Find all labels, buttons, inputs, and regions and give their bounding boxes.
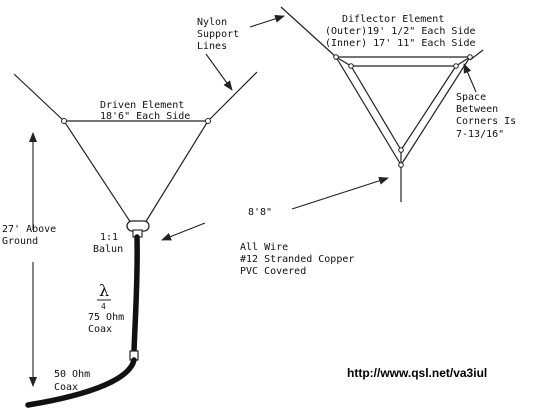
director-outer-dimension: (Outer)19' 1/2" Each Side [325, 26, 476, 37]
coax-50-ohm-line [25, 357, 137, 408]
balun-label-line1: 1:1 [100, 232, 118, 243]
support-label-line3: Lines [197, 41, 227, 52]
annotation-arrows [29, 14, 477, 387]
wire-spec-line3: PVC Covered [240, 266, 306, 277]
height-label-line2: Ground [2, 236, 38, 247]
driven-support-line-left [13, 73, 65, 122]
driven-support-line-right [207, 71, 258, 122]
balun-label-line2: Balun [93, 244, 123, 255]
spacing-note-line2: Between [456, 104, 498, 115]
driven-insulator-left [61, 118, 67, 124]
support-arrow-to-driven [205, 53, 233, 91]
coax-75-ohm-line [131, 234, 140, 355]
lambda-symbol: λ [99, 281, 109, 300]
driven-insulator-right [205, 118, 211, 124]
wire-spec-line2: #12 Stranded Copper [240, 254, 354, 265]
support-arrow-to-director [249, 14, 285, 28]
height-label-line1: 27' Above [2, 224, 56, 235]
driven-element-title: Driven Element [100, 100, 184, 111]
wire-spec-line1: All Wire [240, 242, 288, 253]
spacing-note-line1: Space [456, 92, 486, 103]
driven-left-wire [63, 120, 132, 224]
director-support-line-left [280, 6, 337, 58]
spacing-arrow [463, 63, 477, 93]
support-label-line1: Nylon [197, 17, 227, 28]
spacing-note-line3: Corners Is [456, 116, 516, 127]
element-spacing-arrow [161, 222, 206, 241]
director-element-title: Diflector Element [342, 14, 444, 25]
support-label-line2: Support [197, 29, 239, 40]
coax-50-label-line2: Coax [54, 382, 78, 393]
driven-element [13, 71, 258, 224]
coax-50-label-line1: 50 Ohm [54, 369, 90, 380]
director-element [280, 6, 484, 202]
driven-element-dimension: 18'6" Each Side [100, 111, 190, 122]
coax-75-label-line1: 75 Ohm [88, 312, 124, 323]
coax-75-label-line2: Coax [88, 324, 112, 335]
spacing-note-line4: 7-13/16" [456, 129, 504, 140]
fraction-denominator: 4 [101, 302, 106, 311]
driven-right-wire [144, 120, 209, 224]
feedline [25, 234, 140, 408]
element-spacing-label: 8'8" [248, 207, 272, 218]
director-inner-dimension: (Inner) 17' 11" Each Side [325, 38, 476, 49]
source-url: http://www.qsl.net/va3iul [347, 366, 487, 380]
